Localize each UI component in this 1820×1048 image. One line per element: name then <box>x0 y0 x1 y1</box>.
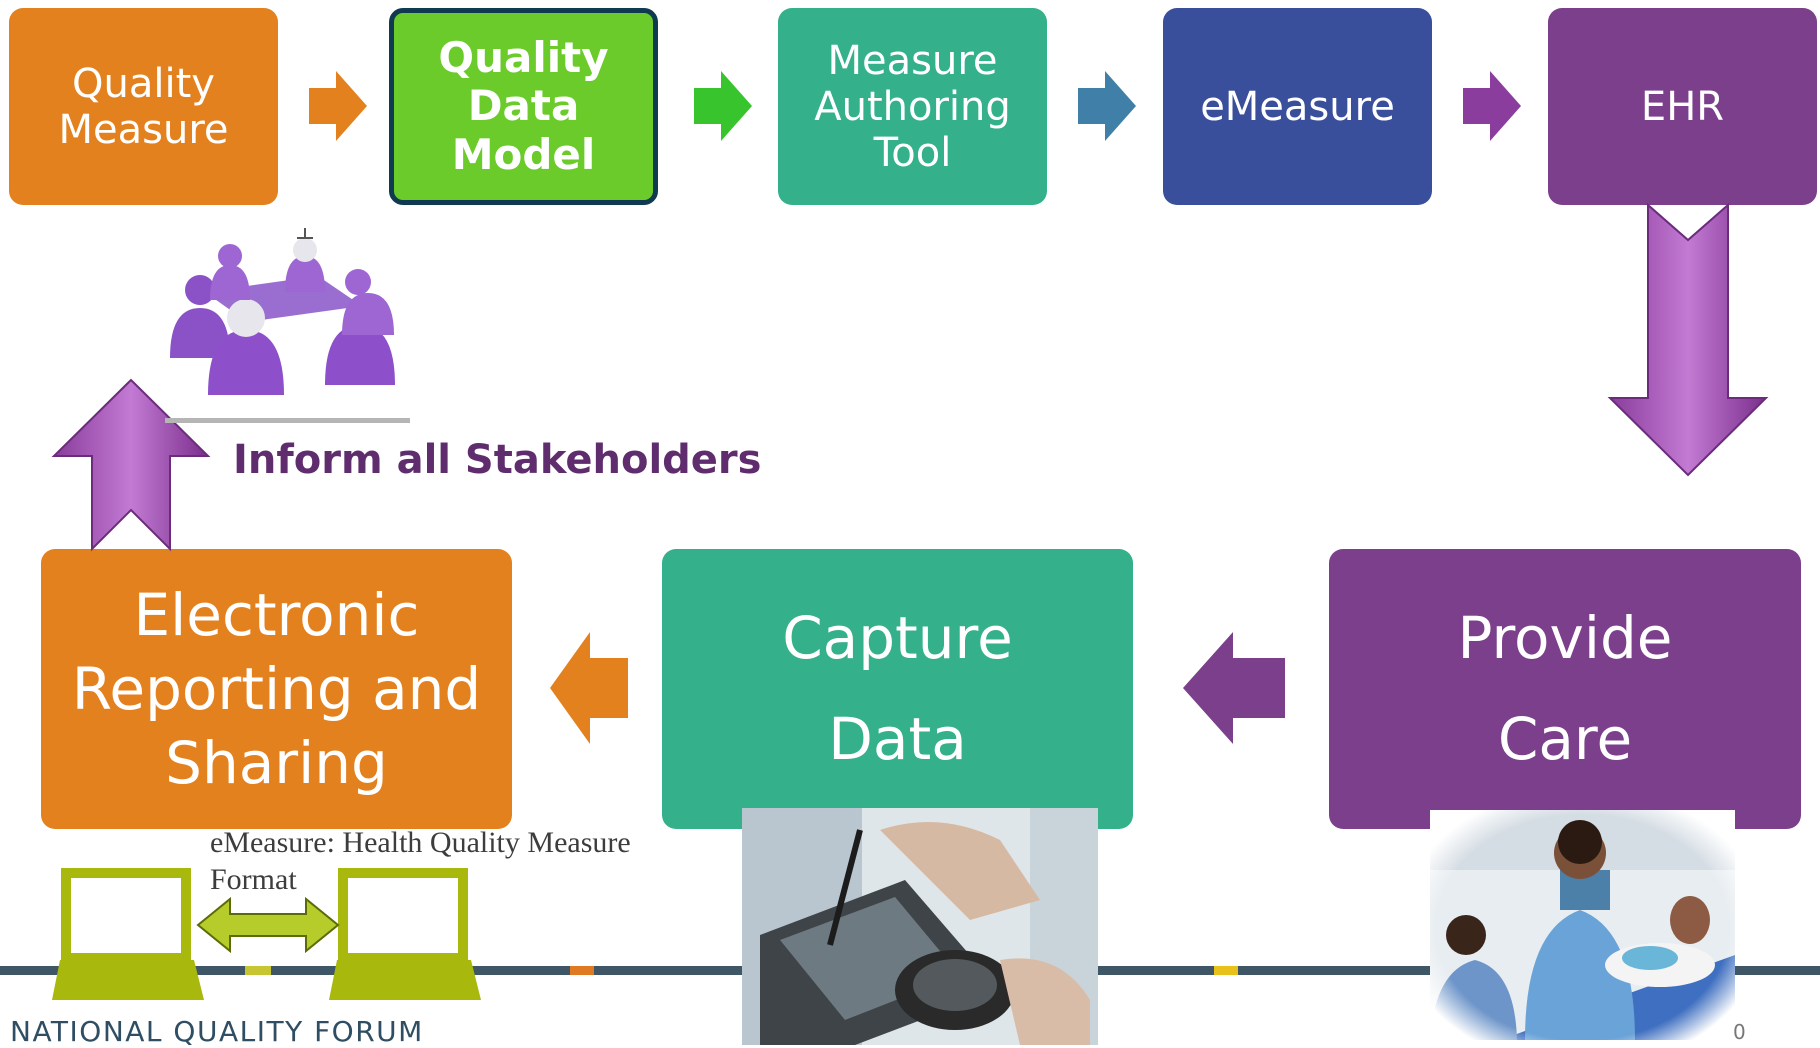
arrow-right-icon <box>1463 71 1521 141</box>
arrow-up-icon <box>51 378 211 552</box>
electronic-reporting-label: Electronic Reporting and Sharing <box>71 580 482 798</box>
emeasure-format-note: eMeasure: Health Quality Measure Format <box>210 826 631 896</box>
ehr-box: EHR <box>1548 8 1817 205</box>
provide-care-box: Provide Care <box>1329 549 1801 829</box>
arrow-left-icon <box>1183 632 1285 744</box>
arrow-left-icon <box>550 632 628 744</box>
quality-measure-label: Quality Measure <box>58 60 229 153</box>
ehr-label: EHR <box>1640 83 1725 130</box>
footer-accent-gold <box>1214 966 1238 975</box>
quality-data-model-label: Quality Data Model <box>438 33 609 179</box>
stakeholders-meeting-icon <box>165 228 410 423</box>
emeasure-box: eMeasure <box>1163 8 1432 205</box>
measure-authoring-tool-label: Measure Authoring Tool <box>814 37 1011 176</box>
computer-icon <box>52 868 204 1000</box>
capture-data-photo <box>742 808 1098 1045</box>
capture-data-box: Capture Data <box>662 549 1133 829</box>
emeasure-label: eMeasure <box>1200 83 1395 130</box>
electronic-reporting-box: Electronic Reporting and Sharing <box>41 549 512 829</box>
inform-stakeholders-label: Inform all Stakeholders <box>233 437 762 483</box>
double-arrow-icon <box>196 896 340 954</box>
footer-accent-orange <box>570 966 594 975</box>
capture-data-label: Capture Data <box>782 603 1013 774</box>
provide-care-photo <box>1430 810 1735 1045</box>
organization-footer: NATIONAL QUALITY FORUM <box>10 1015 424 1048</box>
arrow-down-icon <box>1607 202 1769 477</box>
quality-measure-box: Quality Measure <box>9 8 278 205</box>
provide-care-label: Provide Care <box>1457 603 1673 774</box>
quality-data-model-box: Quality Data Model <box>389 8 658 205</box>
arrow-right-icon <box>309 71 367 141</box>
arrow-right-icon <box>694 71 752 141</box>
computer-icon <box>329 868 481 1000</box>
arrow-right-icon <box>1078 71 1136 141</box>
measure-authoring-tool-box: Measure Authoring Tool <box>778 8 1047 205</box>
page-number: 0 <box>1733 1020 1746 1044</box>
footer-accent-yellow <box>245 966 271 975</box>
